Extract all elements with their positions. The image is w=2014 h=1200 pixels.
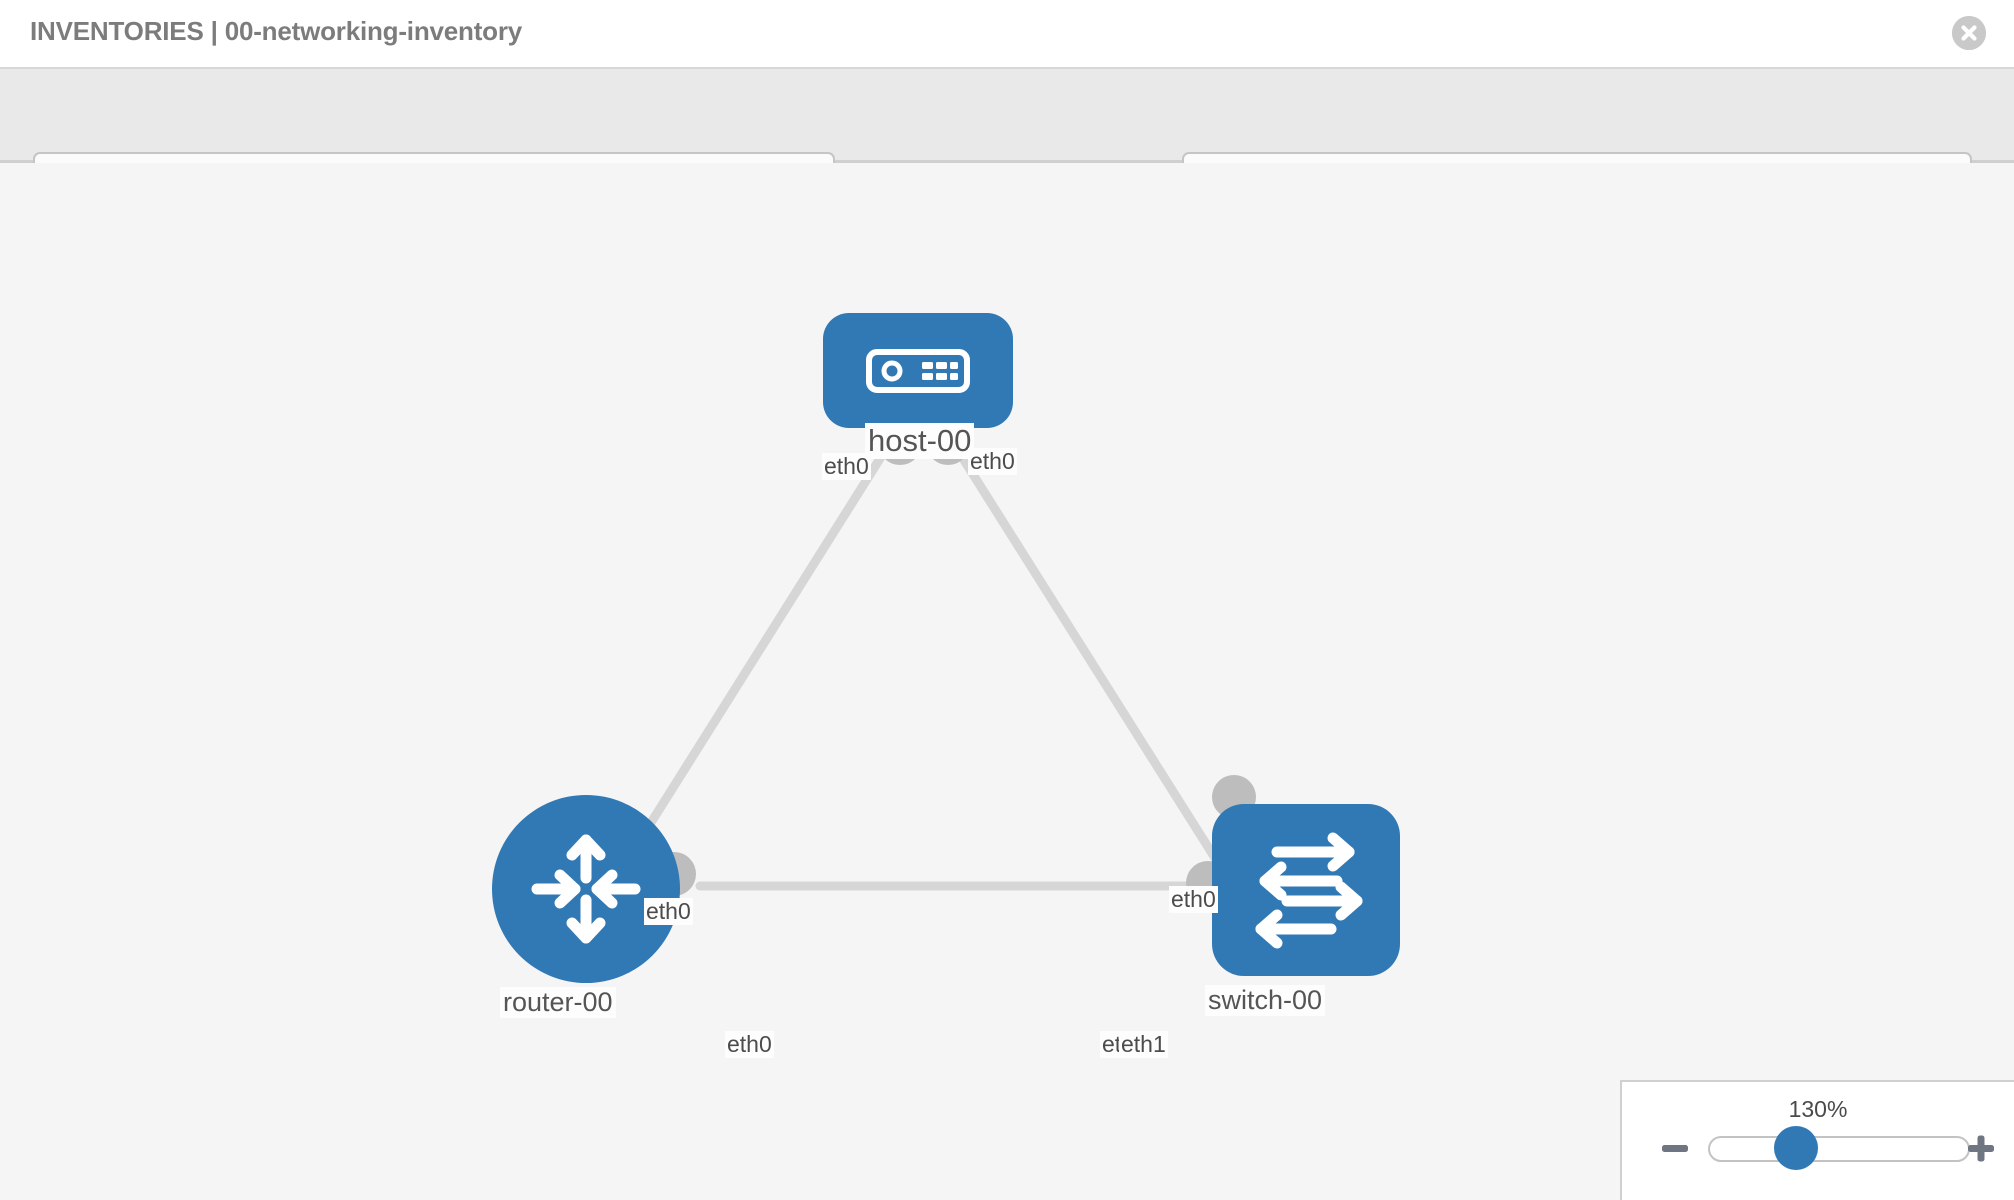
zoom-slider-thumb[interactable] bbox=[1774, 1126, 1818, 1170]
node-router-label: router-00 bbox=[500, 987, 616, 1018]
router-arrows-icon bbox=[531, 834, 641, 944]
zoom-level-value: 130% bbox=[1788, 1096, 1848, 1122]
port-label-switch-left-b: eth1 bbox=[1119, 1031, 1168, 1058]
node-router-00[interactable]: router-00 bbox=[492, 795, 696, 1025]
toolbar: ACTIONS SEARCH bbox=[0, 69, 2014, 209]
port-label-switch-up: eth0 bbox=[1169, 886, 1218, 913]
node-router-shape[interactable] bbox=[492, 795, 680, 983]
port-label-router-up: eth0 bbox=[644, 898, 693, 925]
zoom-out-button[interactable] bbox=[1660, 1134, 1690, 1164]
switch-arrows-icon bbox=[1255, 832, 1363, 949]
port-label-host-right: eth0 bbox=[968, 448, 1017, 475]
close-circle-icon bbox=[1952, 16, 1986, 50]
port-label-router-right: eth0 bbox=[725, 1031, 774, 1058]
plus-icon bbox=[1968, 1135, 1994, 1162]
server-icon bbox=[866, 348, 970, 393]
topology-links bbox=[603, 425, 1237, 896]
page-header: INVENTORIES | 00-networking-inventory bbox=[0, 0, 2014, 69]
zoom-slider-track[interactable] bbox=[1708, 1136, 1970, 1162]
node-switch-shape[interactable] bbox=[1212, 804, 1400, 976]
node-host-shape[interactable] bbox=[823, 313, 1013, 428]
node-host-label: host-00 bbox=[865, 423, 975, 459]
port-label-host-left: eth0 bbox=[822, 453, 871, 480]
page-title: INVENTORIES | 00-networking-inventory bbox=[30, 16, 523, 46]
link-host-switch[interactable] bbox=[940, 425, 1237, 890]
node-switch-00[interactable]: switch-00 bbox=[1186, 775, 1406, 1023]
topology-canvas[interactable]: host-00 eth0 eth0 bbox=[0, 163, 2014, 1200]
node-switch-label: switch-00 bbox=[1205, 985, 1326, 1016]
close-icon[interactable] bbox=[1952, 16, 1986, 50]
link-host-router[interactable] bbox=[603, 425, 903, 896]
zoom-control: 130% bbox=[1620, 1080, 2014, 1200]
node-host-00[interactable]: host-00 bbox=[823, 313, 1013, 465]
minus-icon bbox=[1662, 1145, 1688, 1152]
zoom-in-button[interactable] bbox=[1966, 1134, 1996, 1164]
